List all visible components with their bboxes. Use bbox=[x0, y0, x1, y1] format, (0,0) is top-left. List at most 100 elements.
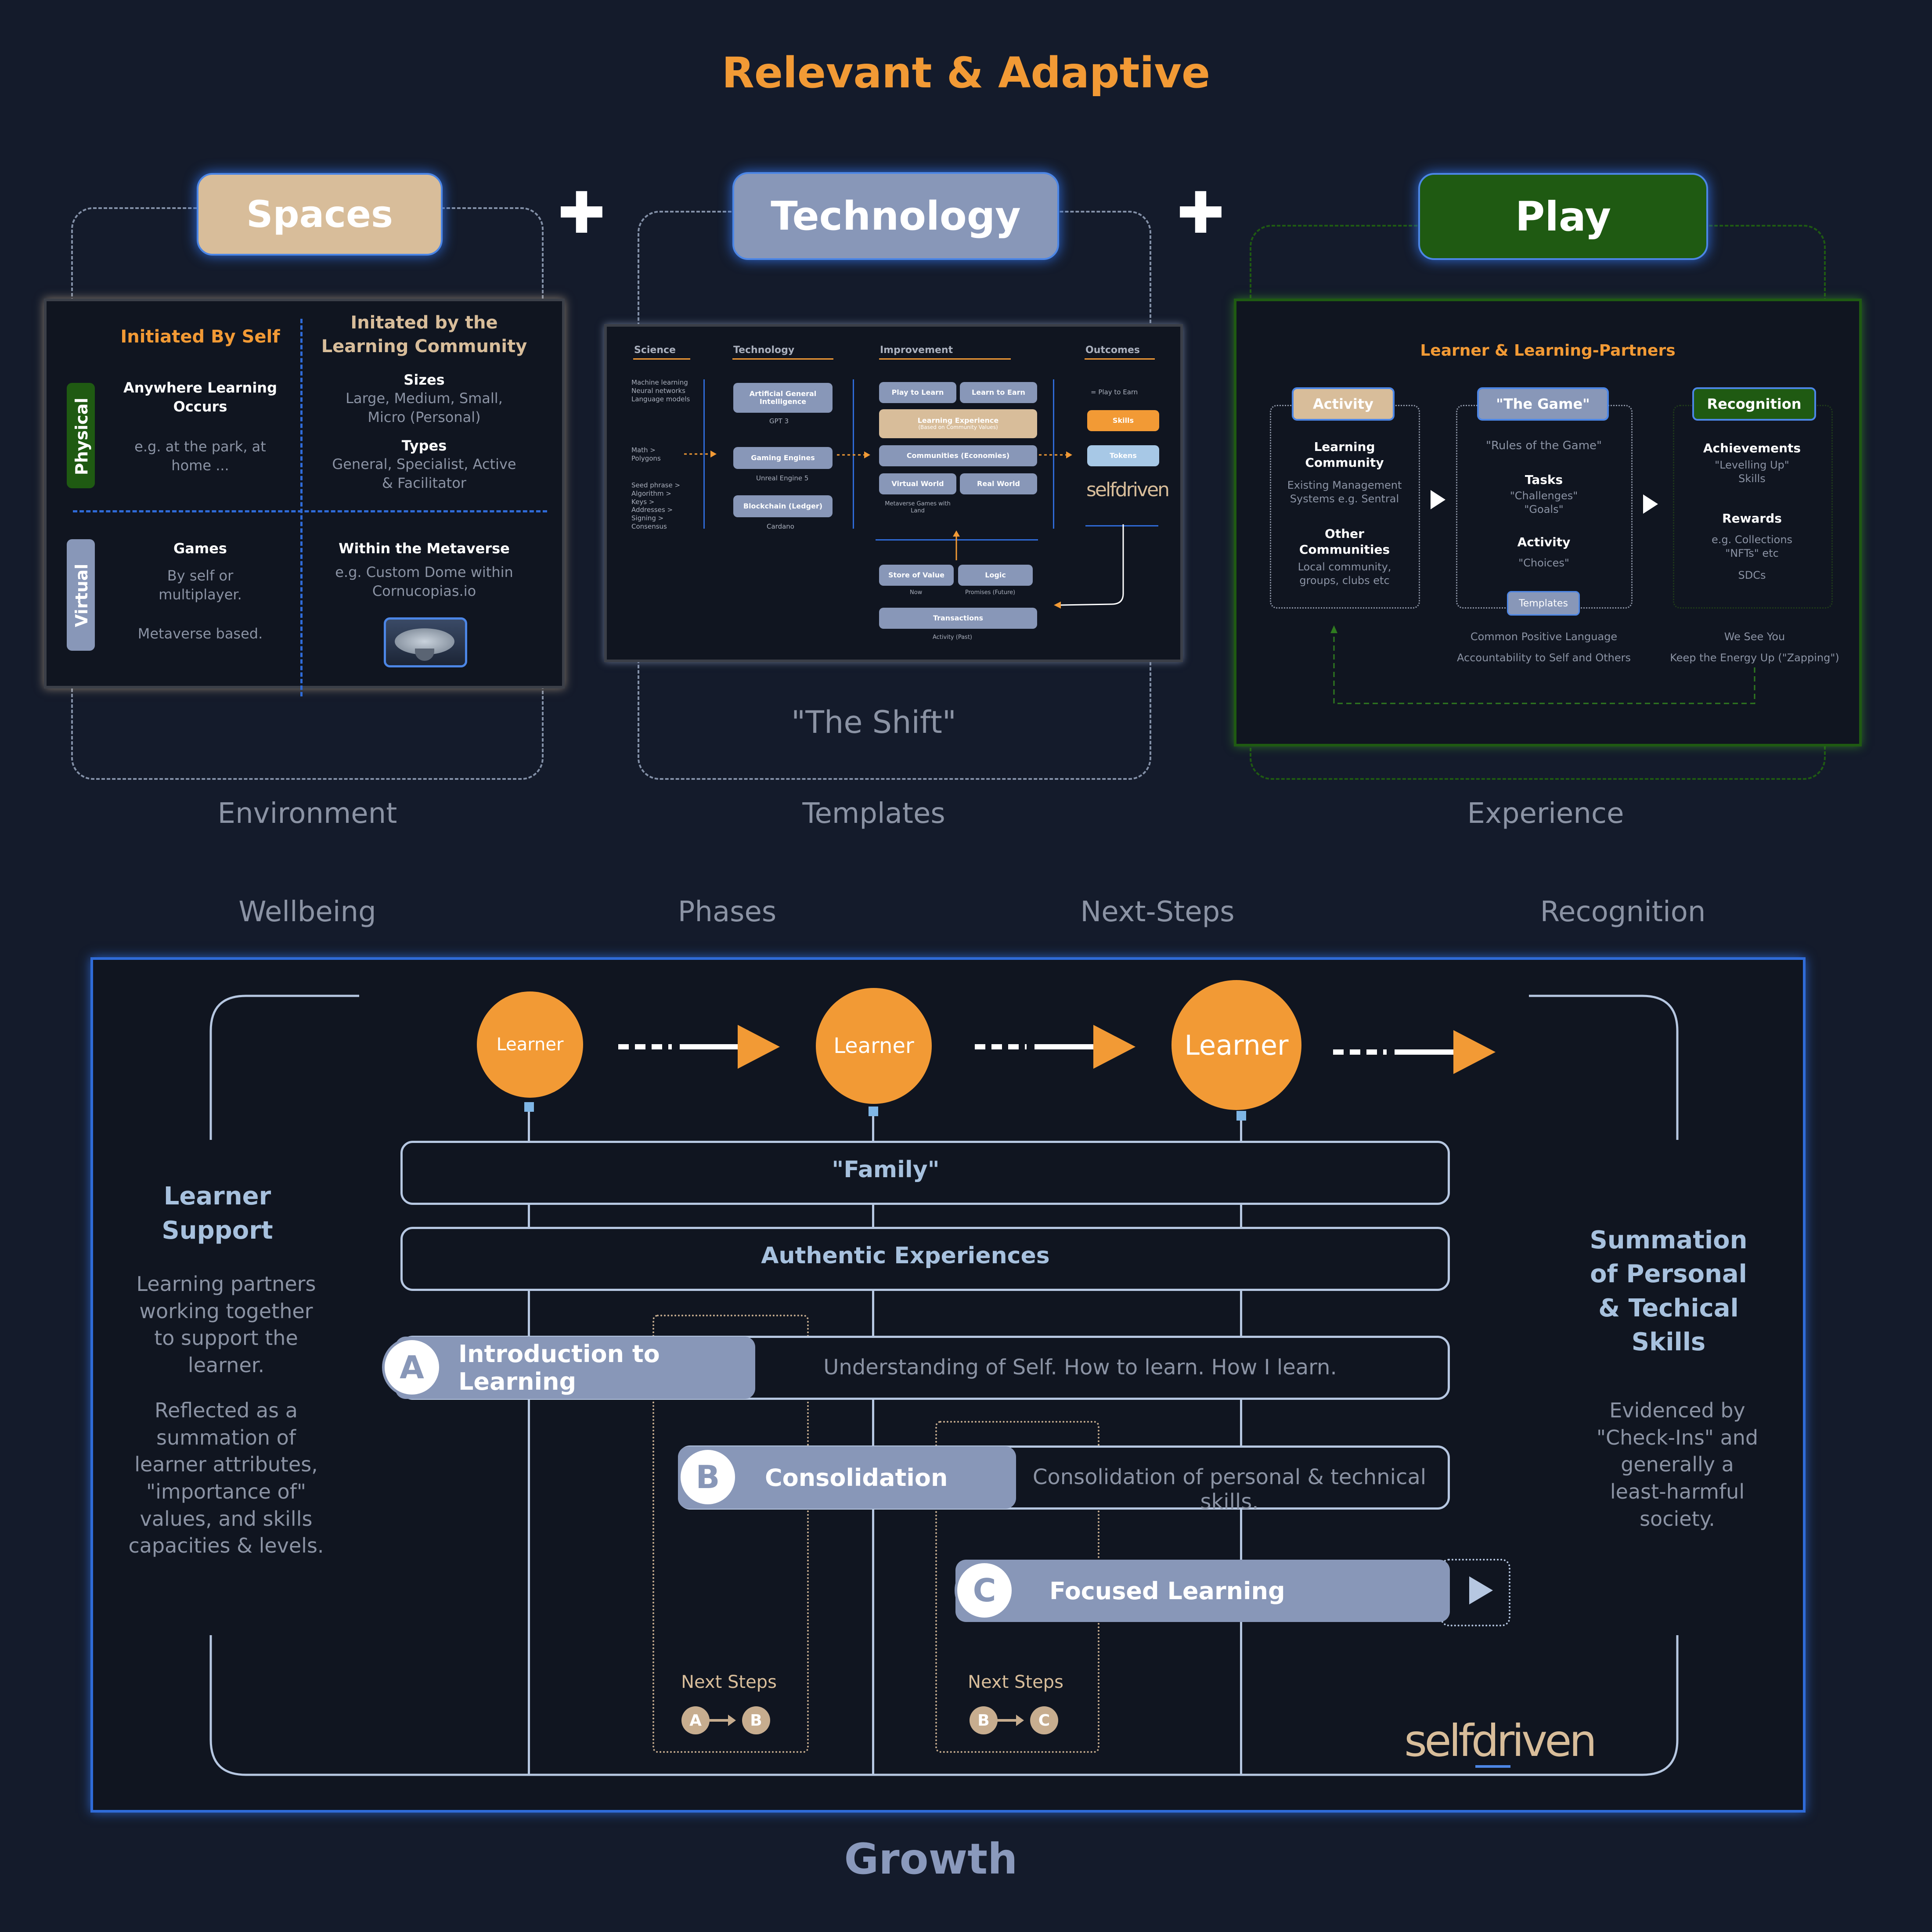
growth-header-phases: Phases bbox=[678, 896, 777, 928]
row-physical-tag bbox=[67, 383, 95, 488]
outcome-skills: Skills bbox=[1087, 410, 1159, 431]
growth-footer: Growth bbox=[844, 1835, 1018, 1884]
learning-exp-label: Learning Experience bbox=[917, 416, 999, 425]
ns2-from: B bbox=[970, 1706, 998, 1734]
learner-support-title: Learner Support bbox=[162, 1182, 273, 1245]
common-lang: Common Positive Language bbox=[1470, 631, 1618, 643]
ach-body: "Levelling Up" Skills bbox=[1715, 459, 1789, 485]
growth-header-recognition: Recognition bbox=[1540, 896, 1706, 928]
recognition-tag: Recognition bbox=[1692, 387, 1816, 421]
lc-body: Existing Management Systems e.g. Sentral bbox=[1287, 479, 1402, 505]
tech-col-outcomes: Outcomes bbox=[1085, 345, 1140, 356]
stem-1 bbox=[528, 1107, 530, 1775]
node-unreal: Unreal Engine 5 bbox=[756, 474, 809, 482]
play-arrow-1 bbox=[1431, 490, 1445, 509]
phase-a-badge[interactable]: A bbox=[382, 1337, 442, 1397]
learning-exp-sub: (Based on Community Values) bbox=[918, 424, 998, 431]
page-title: Relevant & Adaptive bbox=[721, 48, 1211, 97]
node-communities: Communities (Economies) bbox=[879, 445, 1037, 466]
tech-col-science: Science bbox=[634, 345, 676, 356]
phase-a-bar: Introduction to Learning bbox=[395, 1337, 755, 1399]
col-community-header: Initated by the Learning Community bbox=[321, 313, 527, 357]
p-self-title: Anywhere Learning Occurs bbox=[123, 379, 277, 415]
v-self-body1: By self or multiplayer. bbox=[159, 567, 242, 603]
ns2-to: C bbox=[1030, 1706, 1058, 1734]
game-tag: "The Game" bbox=[1477, 387, 1609, 421]
next-steps-label-2: Next Steps bbox=[968, 1672, 1063, 1692]
play-feedback-loop bbox=[1330, 625, 1755, 704]
tasks-body: "Challenges" "Goals" bbox=[1510, 490, 1578, 516]
templates-tag: Templates bbox=[1507, 591, 1580, 616]
ns1-to: B bbox=[742, 1706, 770, 1734]
phase-c-bar: Focused Learning bbox=[955, 1560, 1450, 1622]
spaces-divider-h bbox=[73, 510, 547, 512]
plus-icon-1: ✚ bbox=[558, 180, 606, 246]
summation-title: Summation of Personal & Techical Skills bbox=[1590, 1226, 1748, 1356]
node-promises: Promises (Future) bbox=[965, 589, 1016, 596]
learner-node-1: Learner bbox=[477, 991, 583, 1098]
play-label: Play bbox=[1418, 173, 1708, 260]
p-self-body: e.g. at the park, at home ... bbox=[134, 438, 266, 474]
metaverse-dome-image bbox=[384, 617, 467, 667]
node-blockchain: Blockchain (Ledger) bbox=[733, 495, 833, 517]
phase-c-badge[interactable]: C bbox=[955, 1561, 1014, 1620]
technology-shift: "The Shift" bbox=[791, 704, 956, 740]
game-rules: "Rules of the Game" bbox=[1486, 439, 1602, 452]
sdcs: SDCs bbox=[1738, 569, 1766, 581]
node-learn-earn: Learn to Earn bbox=[960, 382, 1037, 403]
spaces-label: Spaces bbox=[197, 173, 443, 256]
outcome-play-earn: = Play to Earn bbox=[1091, 388, 1138, 396]
node-gpt3: GPT 3 bbox=[769, 417, 789, 425]
play-caption: Experience bbox=[1467, 797, 1624, 830]
phase-a-desc: Understanding of Self. How to learn. How… bbox=[823, 1355, 1337, 1380]
node-transactions: Transactions bbox=[879, 608, 1037, 629]
node-play-learn: Play to Learn bbox=[879, 382, 956, 403]
p-comm-types-title: Types bbox=[401, 437, 447, 454]
row-virtual-tag bbox=[67, 539, 95, 651]
plus-icon-2: ✚ bbox=[1177, 180, 1225, 246]
node-now: Now bbox=[910, 589, 923, 596]
selfdriven-logo: selfdriven bbox=[1404, 1715, 1597, 1766]
next-steps-box-1 bbox=[652, 1315, 809, 1753]
oc-body: Local community, groups, clubs etc bbox=[1298, 561, 1391, 587]
phase-c-label: Focused Learning bbox=[1049, 1577, 1285, 1605]
tech-col-technology: Technology bbox=[733, 345, 795, 356]
node-real-world: Real World bbox=[960, 473, 1037, 494]
spaces-panel: Physical Virtual Initiated By Self Inita… bbox=[44, 299, 565, 696]
family-label: "Family" bbox=[832, 1157, 940, 1183]
play-panel: Learner & Learning-Partners Activity Lea… bbox=[1234, 299, 1862, 746]
learner-support-body1: Learning partners working together to su… bbox=[136, 1272, 316, 1377]
node-learning-exp: Learning Experience (Based on Community … bbox=[879, 409, 1037, 438]
p-comm-sizes-title: Sizes bbox=[404, 371, 445, 388]
col-self-header: Initiated By Self bbox=[120, 327, 280, 347]
node-activity-past: Activity (Past) bbox=[933, 634, 972, 641]
ach-title: Achievements bbox=[1703, 441, 1801, 455]
phase-b-label: Consolidation bbox=[765, 1463, 948, 1492]
play-header: Learner & Learning-Partners bbox=[1420, 342, 1676, 360]
phase-b-desc: Consolidation of personal & technical sk… bbox=[1032, 1465, 1427, 1514]
technology-label: Technology bbox=[732, 172, 1059, 260]
node-store-value: Store of Value bbox=[879, 565, 954, 586]
outcome-tokens: Tokens bbox=[1087, 445, 1159, 466]
sci-3: Seed phrase > Algorithm > Keys > Address… bbox=[631, 481, 681, 530]
rew-body: e.g. Collections "NFTs" etc bbox=[1711, 533, 1793, 560]
lc-title: Learning Community bbox=[1305, 440, 1384, 470]
family-bar bbox=[400, 1141, 1450, 1205]
accountability: Accountability to Self and Others bbox=[1457, 652, 1631, 664]
node-agi: Artificial General Intelligence bbox=[733, 383, 833, 413]
growth-header-wellbeing: Wellbeing bbox=[238, 896, 376, 928]
node-cardano: Cardano bbox=[767, 523, 794, 530]
v-comm-body: e.g. Custom Dome within Cornucopias.io bbox=[335, 564, 513, 600]
phase-b-badge[interactable]: B bbox=[678, 1447, 738, 1507]
energy: Keep the Energy Up ("Zapping") bbox=[1670, 652, 1839, 664]
next-steps-label-1: Next Steps bbox=[681, 1672, 777, 1692]
v-comm-title: Within the Metaverse bbox=[339, 540, 510, 557]
growth-header-next-steps: Next-Steps bbox=[1080, 896, 1235, 928]
sci-2: Math > Polygons bbox=[631, 446, 661, 462]
phase-c-play-icon[interactable] bbox=[1469, 1576, 1493, 1604]
see-you: We See You bbox=[1724, 631, 1785, 643]
spaces-divider-v bbox=[300, 319, 303, 696]
node-logic: Logic bbox=[958, 565, 1033, 586]
summation-body: Evidenced by "Check-Ins" and generally a… bbox=[1596, 1399, 1759, 1531]
authentic-bar bbox=[400, 1227, 1450, 1291]
